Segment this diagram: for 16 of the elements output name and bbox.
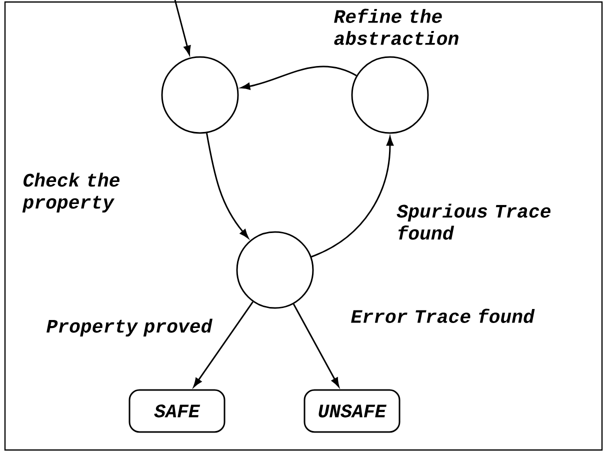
state-circle xyxy=(351,56,429,134)
edge-label: Property proved xyxy=(46,318,212,336)
edge-label: Check the property xyxy=(22,172,120,212)
arrow xyxy=(193,301,254,388)
edge-label: Error Trace found xyxy=(351,308,535,323)
state-circle xyxy=(236,231,314,309)
state-circle xyxy=(161,56,239,134)
arrow xyxy=(292,304,340,387)
arrow xyxy=(311,136,394,258)
arrow xyxy=(240,66,357,90)
arrow xyxy=(206,133,249,238)
state-box: UNSAFE xyxy=(304,389,400,433)
state-box: SAFE xyxy=(128,389,226,433)
edge-label: Refine the abstraction xyxy=(334,8,458,45)
arrow xyxy=(174,0,191,55)
edge-label: Spurious Trace found xyxy=(396,204,550,240)
